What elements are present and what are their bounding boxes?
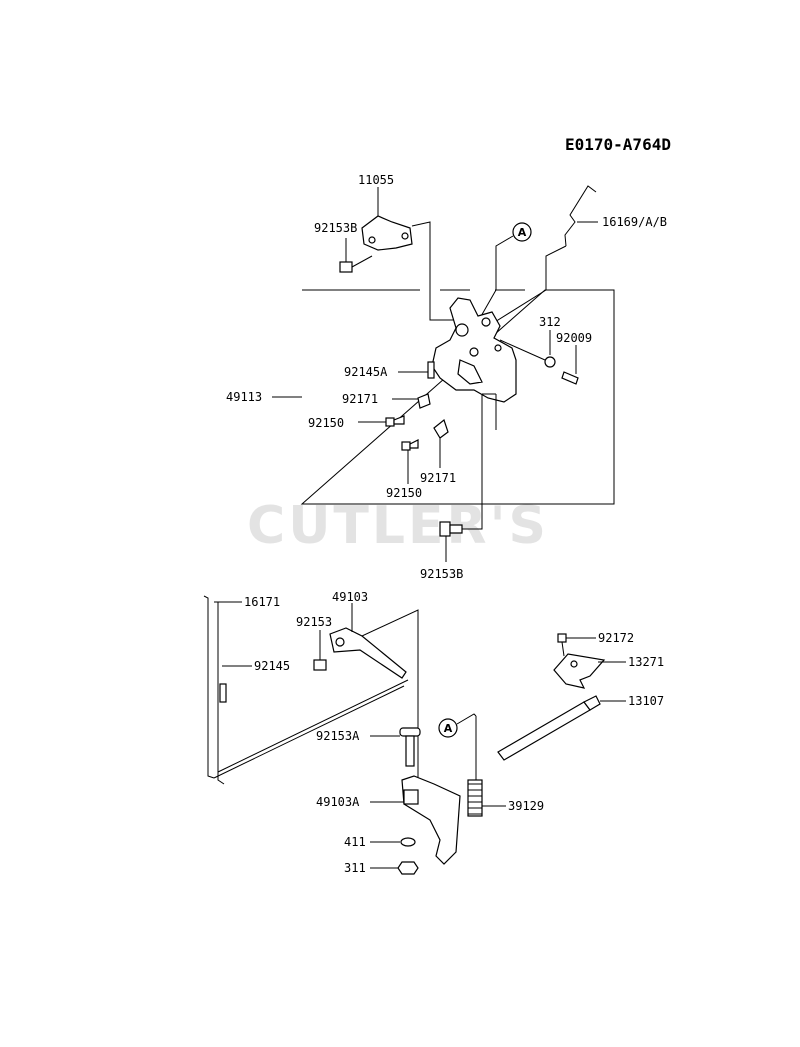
label-92171-a: 92171 [342,392,378,406]
plate-13271 [553,653,626,689]
label-92153: 92153 [296,615,332,629]
label-13271: 13271 [628,655,664,669]
washer-411 [370,837,416,847]
label-92153b-bottom: 92153B [420,567,463,581]
label-49113: 49113 [226,390,262,404]
label-92171-b: 92171 [420,471,456,485]
bolt-92153 [313,630,327,671]
label-92150-b: 92150 [386,486,422,500]
lever-49103 [329,603,419,790]
watermark: CUTLER'S [247,496,549,556]
label-16169: 16169/A/B [602,215,667,229]
screw-92172 [557,633,596,657]
bolt-92153b-top [339,238,373,273]
label-311: 311 [344,861,366,875]
label-16171: 16171 [244,595,280,609]
spring-39129 [467,716,506,817]
callout-a-bottom: A [438,713,477,738]
shaft-13107 [497,695,626,761]
control-plate [431,297,517,430]
bracket-11055 [361,187,460,321]
label-92150-a: 92150 [308,416,344,430]
spring-92145a [398,361,435,379]
screw-92150-b [401,439,419,484]
label-92145a: 92145A [344,365,388,379]
label-92172: 92172 [598,631,634,645]
nut-312 [499,330,556,368]
label-13107: 13107 [628,694,664,708]
label-49103: 49103 [332,590,368,604]
label-92009: 92009 [556,331,592,345]
callout-a-top: A [479,222,532,319]
clip-92171-a [392,393,431,409]
label-92153b-top: 92153B [314,221,357,235]
bolt-92009 [561,345,579,385]
nut-311 [370,861,419,875]
label-11055: 11055 [358,173,394,187]
rod-16171 [203,595,409,785]
diagram-code: E0170-A764D [565,135,671,154]
rod-16169 [489,185,598,326]
bolt-92153b-bottom [439,430,483,562]
callout-a-bottom-label: A [444,722,453,735]
label-39129: 39129 [508,799,544,813]
label-92153a: 92153A [316,729,360,743]
label-49103a: 49103A [316,795,360,809]
clip-92171-b [433,418,449,468]
label-411: 411 [344,835,366,849]
assembly-box-49113 [272,289,615,505]
callout-a-top-label: A [518,226,527,239]
label-92145: 92145 [254,659,290,673]
arm-49103a [370,775,461,865]
screw-92150-a [358,415,405,427]
label-312: 312 [539,315,561,329]
bolt-92153a [370,727,421,767]
